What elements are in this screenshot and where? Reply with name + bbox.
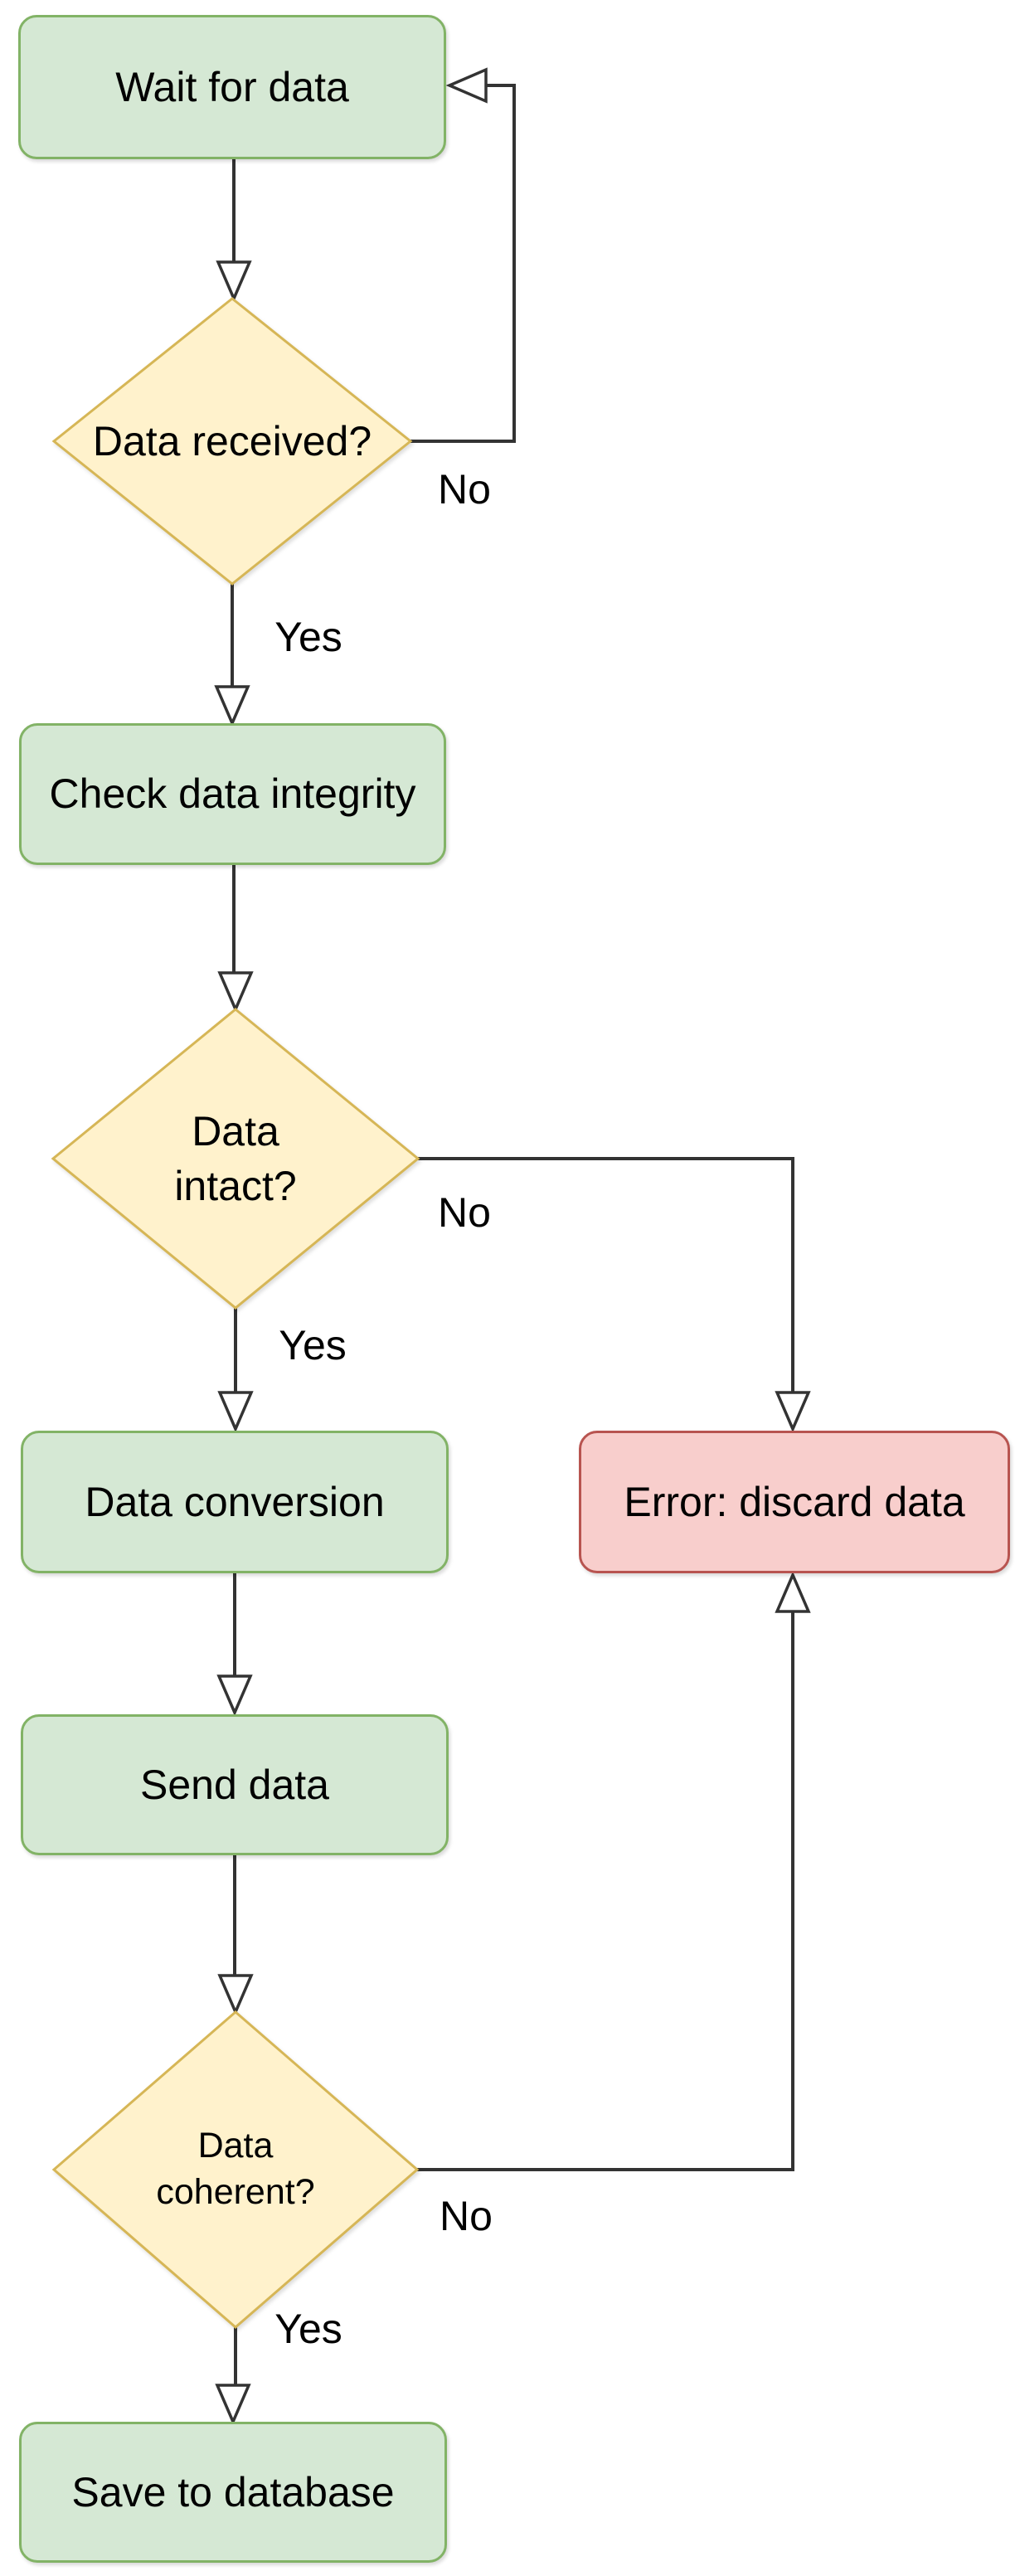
arrowhead-up-error [775,1571,811,1613]
node-send-label: Send data [140,1761,329,1808]
node-conversion-label: Data conversion [85,1478,385,1525]
arrowhead-down-error [775,1391,811,1433]
node-integrity-label: Check data integrity [49,770,416,818]
edge-intact-no [418,1157,794,1392]
edge-label-coherent-no: No [440,2193,493,2239]
node-error-discard-data: Error: discard data [579,1431,1010,1573]
decision-data-intact [51,1008,420,1310]
node-wait-label: Wait for data [115,63,349,110]
edge-label-intact-no: No [438,1189,491,1236]
node-save-label: Save to database [71,2468,395,2515]
node-wait-for-data: Wait for data [18,15,446,159]
decision-data-coherent [51,2010,420,2329]
edge-received-no-loop [410,84,516,443]
edge-label-coherent-yes: Yes [274,2306,342,2352]
edge-label-received-yes: Yes [274,614,342,660]
node-error-label: Error: discard data [624,1478,965,1525]
node-save-to-database: Save to database [19,2422,447,2563]
decision-data-received [51,297,413,586]
node-data-conversion: Data conversion [21,1431,449,1573]
arrowhead-down-save [215,2384,251,2426]
node-send-data: Send data [21,1714,449,1855]
decision-coherent-label: Data coherent? [156,2126,315,2212]
node-check-data-integrity: Check data integrity [19,723,446,865]
edge-label-received-no: No [438,466,491,513]
arrowhead-down-send [216,1674,253,1717]
arrowhead-down-intact [217,971,254,1013]
arrowhead-down-coherent [217,1974,254,2016]
edge-label-intact-yes: Yes [279,1322,347,1368]
edge-coherent-no [417,1611,794,2171]
arrowhead-left-wait [445,67,488,104]
decision-received-label: Data received? [92,418,372,464]
decision-intact-label: Data intact? [174,1108,297,1209]
arrowhead-down-conversion [217,1391,254,1433]
arrowhead-down-integrity [214,685,250,727]
arrowhead-down-received [216,260,252,303]
